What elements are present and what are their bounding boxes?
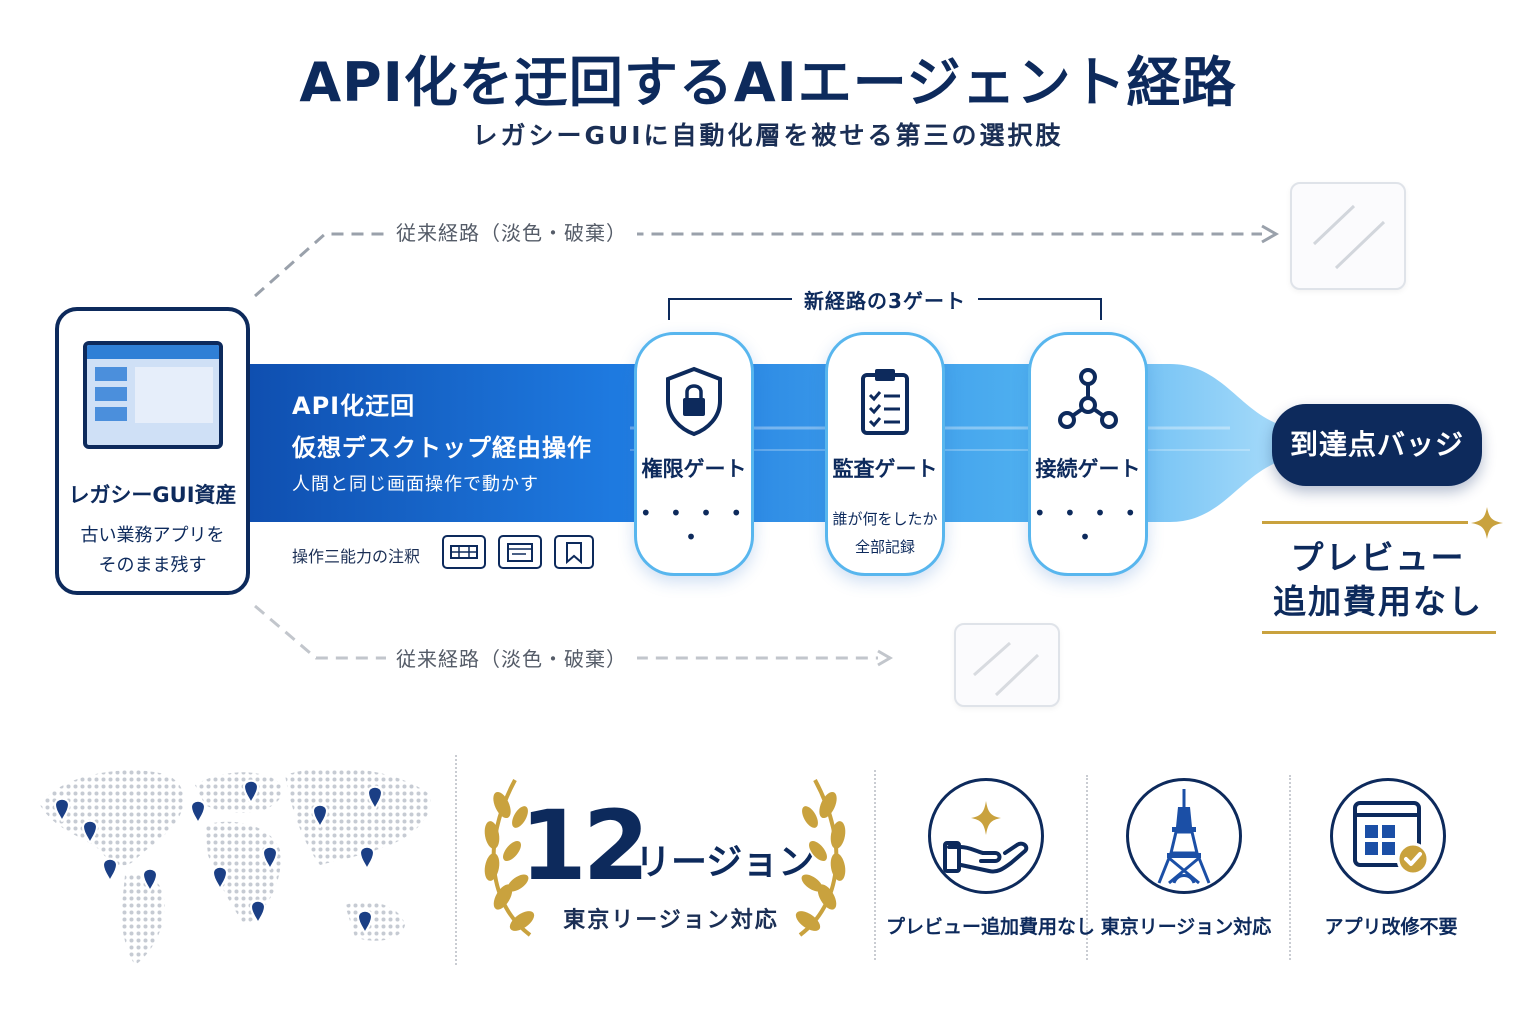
- map-pin: [261, 845, 279, 871]
- region-subtitle: 東京リージョン対応: [563, 908, 779, 933]
- top-route-line: [254, 232, 1262, 298]
- map-pin: [53, 797, 71, 823]
- gate-dots: • • • • •: [1033, 501, 1143, 549]
- map-pin: [81, 819, 99, 845]
- preview-text: プレビュー 追加費用なし: [1262, 536, 1494, 624]
- legacy-desc-line2: そのまま残す: [98, 555, 207, 576]
- region-count: 12: [520, 790, 650, 902]
- page-subtitle: レガシーGUIに自動化層を被せる第三の選択肢: [472, 121, 1064, 150]
- map-pin: [366, 785, 384, 811]
- connection-gate-card: 接続ゲート • • • • •: [1028, 332, 1148, 576]
- divider: [874, 770, 876, 960]
- map-pin: [141, 867, 159, 893]
- bottom-route-arrow: [877, 649, 893, 667]
- world-map-icon: [40, 767, 431, 965]
- map-pin: [358, 845, 376, 871]
- feature-label: プレビュー追加費用なし: [886, 916, 1096, 938]
- network-nodes-icon: [1058, 368, 1118, 429]
- divider: [1086, 775, 1088, 960]
- shield-lock-icon: [666, 366, 722, 437]
- map-pin: [211, 865, 229, 891]
- clipboard-checklist-icon: [861, 369, 909, 435]
- annotation-label: 操作三能力の注釈: [292, 547, 421, 566]
- page-title: API化を迂回するAIエージェント経路: [299, 51, 1237, 114]
- map-pin: [249, 899, 267, 925]
- feature-label: アプリ改修不要: [1324, 916, 1458, 938]
- discarded-target-bottom: [954, 623, 1060, 707]
- legacy-description: 古い業務アプリを そのまま残す: [59, 521, 246, 581]
- top-route-arrow: [1261, 224, 1280, 244]
- gates-header: 新経路の3ゲート: [792, 289, 978, 313]
- band-title-line2: 仮想デスクトップ経由操作: [292, 434, 592, 462]
- legacy-title: レガシーGUI資産: [68, 483, 237, 507]
- map-pin: [189, 799, 207, 825]
- top-route-label: 従来経路（淡色・破棄）: [386, 217, 637, 246]
- gates-header-wrap: 新経路の3ゲート: [668, 285, 1102, 314]
- legacy-gui-card: レガシーGUI資産 古い業務アプリを そのまま残す: [55, 307, 250, 595]
- divider: [455, 755, 457, 965]
- bookmark-icon: [554, 535, 594, 569]
- band-title-line1: API化迂回: [292, 392, 416, 420]
- map-pin: [101, 857, 119, 883]
- bottom-route-label: 従来経路（淡色・破棄）: [386, 643, 637, 672]
- gold-divider-top: [1262, 521, 1468, 524]
- preview-line1: プレビュー: [1290, 538, 1466, 577]
- gold-divider-bottom: [1262, 631, 1496, 634]
- hatch-icon: [973, 641, 1040, 697]
- region-unit: リージョン: [635, 842, 815, 883]
- sparkle-icon: [1471, 507, 1503, 539]
- gate-note: 誰が何をしたか 全部記録: [828, 505, 942, 561]
- band-description: 人間と同じ画面操作で動かす: [292, 474, 539, 495]
- discarded-target-top: [1290, 182, 1406, 290]
- audit-gate-card: 監査ゲート 誰が何をしたか 全部記録: [825, 332, 945, 576]
- divider: [1289, 775, 1291, 960]
- gate-dots: • • • • •: [639, 501, 749, 549]
- feature-circle: [1126, 778, 1242, 894]
- gate-label: 監査ゲート: [832, 457, 938, 481]
- destination-badge: 到達点バッジ: [1272, 404, 1482, 486]
- legacy-app-window-icon: [83, 341, 223, 449]
- map-pin: [311, 803, 329, 829]
- map-pin: [356, 909, 374, 935]
- gate-note-line1: 誰が何をしたか: [832, 510, 938, 528]
- window-icon: [498, 535, 542, 569]
- permission-gate-card: 権限ゲート • • • • •: [634, 332, 754, 576]
- hand-sparkle-icon: [943, 801, 1029, 874]
- gate-label: 権限ゲート: [641, 457, 747, 481]
- feature-label: 東京リージョン対応: [1100, 916, 1272, 938]
- gate-label: 接続ゲート: [1035, 457, 1141, 481]
- gate-note-line2: 全部記録: [854, 538, 915, 556]
- laurel-wreath-icon: [484, 779, 846, 937]
- legacy-desc-line1: 古い業務アプリを: [80, 525, 225, 546]
- feature-circle: [928, 778, 1044, 894]
- hatch-icon: [1312, 204, 1386, 270]
- preview-line2: 追加費用なし: [1273, 582, 1483, 621]
- map-pin: [242, 779, 260, 805]
- keyboard-icon: [442, 535, 486, 569]
- feature-circle: [1330, 778, 1446, 894]
- bottom-route-line: [254, 604, 878, 660]
- app-window-check-icon: [1353, 801, 1430, 876]
- tokyo-tower-icon: [1157, 789, 1211, 885]
